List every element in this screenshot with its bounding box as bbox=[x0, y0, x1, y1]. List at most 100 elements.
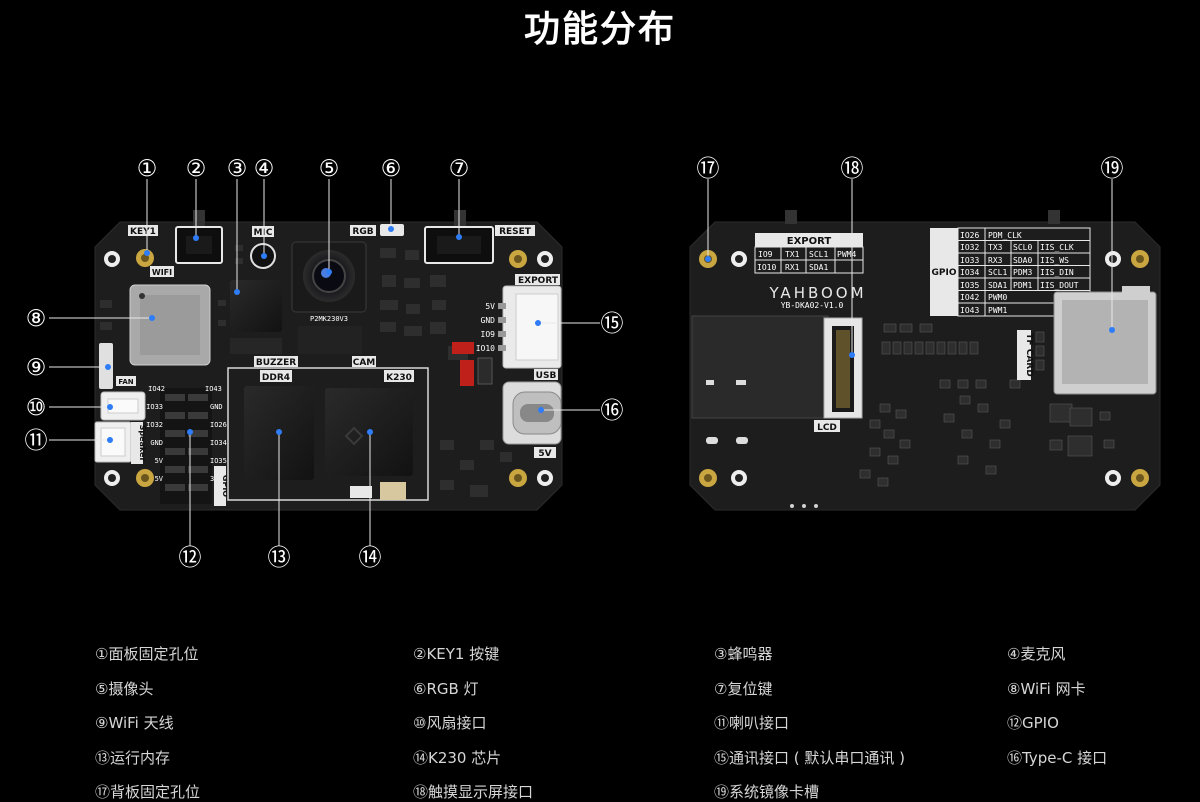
svg-text:IO34: IO34 bbox=[960, 268, 979, 277]
camera-part: P2MK230V3 bbox=[291, 241, 367, 354]
svg-text:GND: GND bbox=[150, 439, 163, 447]
svg-text:SCL1: SCL1 bbox=[988, 268, 1007, 277]
svg-text:IO32: IO32 bbox=[960, 243, 979, 252]
label-export-front: EXPORT bbox=[518, 276, 559, 286]
label-rgb: RGB bbox=[352, 227, 373, 237]
callout-12: ⑫ bbox=[179, 545, 202, 571]
reset-button-part bbox=[424, 210, 494, 264]
label-ddr4: DDR4 bbox=[262, 373, 290, 383]
svg-text:IO10: IO10 bbox=[757, 263, 776, 272]
svg-text:IO9: IO9 bbox=[758, 250, 773, 259]
ddr4-k230-frame bbox=[227, 367, 429, 501]
front-pointer-lines bbox=[49, 179, 600, 546]
label-reset: RESET bbox=[499, 227, 532, 237]
back-small-components bbox=[859, 323, 1115, 487]
back-pointer-lines bbox=[707, 179, 1113, 355]
svg-text:SDA0: SDA0 bbox=[1013, 256, 1032, 265]
svg-text:SCL1: SCL1 bbox=[809, 250, 828, 259]
svg-text:PWM0: PWM0 bbox=[988, 293, 1007, 302]
callout-4: ④ bbox=[254, 156, 275, 182]
callout-2: ② bbox=[186, 156, 207, 182]
label-fan: FAN bbox=[118, 378, 133, 386]
callout-8: ⑧ bbox=[26, 306, 47, 332]
legend-item-2: ②KEY1 按键 bbox=[413, 645, 500, 663]
svg-text:RX1: RX1 bbox=[785, 263, 800, 272]
callout-3: ③ bbox=[227, 156, 248, 182]
legend-item-4: ④麦克风 bbox=[1007, 645, 1066, 663]
lcd-area-part bbox=[691, 315, 829, 419]
label-cam: CAM bbox=[353, 358, 376, 368]
svg-text:IO34: IO34 bbox=[210, 439, 227, 447]
label-lcd: LCD bbox=[817, 423, 837, 433]
callout-19: ⑲ bbox=[1101, 156, 1124, 182]
lcd-fpc-connector-part bbox=[823, 317, 863, 419]
label-tf-card: TF CARD bbox=[1024, 333, 1034, 376]
svg-text:5V: 5V bbox=[485, 302, 495, 311]
svg-text:IO33: IO33 bbox=[146, 403, 163, 411]
legend-item-1: ①面板固定孔位 bbox=[95, 645, 199, 663]
tf-card-slot-part bbox=[1053, 286, 1157, 395]
svg-text:IIS_WS: IIS_WS bbox=[1040, 256, 1069, 265]
label-gpio-front: GPIO bbox=[221, 475, 230, 497]
buzzer-part bbox=[230, 280, 282, 332]
label-speaker: Speaker bbox=[138, 425, 147, 462]
label-key1: KEY1 bbox=[130, 227, 156, 237]
svg-text:SDA1: SDA1 bbox=[988, 281, 1007, 290]
svg-text:IO26: IO26 bbox=[960, 231, 979, 240]
svg-text:IO33: IO33 bbox=[960, 256, 979, 265]
legend-item-6: ⑥RGB 灯 bbox=[413, 680, 479, 698]
legend-item-15: ⑮通讯接口 ( 默认串口通讯 ) bbox=[714, 749, 906, 767]
legend-item-8: ⑧WiFi 网卡 bbox=[1007, 680, 1086, 698]
front-pointer-dots bbox=[105, 226, 544, 443]
svg-text:TX1: TX1 bbox=[785, 250, 800, 259]
svg-text:PDM3: PDM3 bbox=[1013, 268, 1032, 277]
callout-1: ① bbox=[137, 156, 158, 182]
back-board: EXPORT IO9 TX1 SCL1 PWM4 IO10 RX1 SDA1 G… bbox=[689, 179, 1161, 511]
svg-text:IO43: IO43 bbox=[960, 306, 979, 315]
callout-11: ⑪ bbox=[25, 428, 48, 454]
legend-item-11: ⑪喇叭接口 bbox=[714, 714, 790, 732]
label-usb: USB bbox=[536, 371, 557, 381]
svg-text:IO35: IO35 bbox=[210, 457, 227, 465]
legend-item-13: ⑬运行内存 bbox=[95, 749, 171, 767]
svg-text:IO32: IO32 bbox=[146, 421, 163, 429]
svg-text:5V: 5V bbox=[155, 475, 164, 483]
svg-text:IO42: IO42 bbox=[148, 385, 165, 393]
svg-text:IIS_DIN: IIS_DIN bbox=[1040, 268, 1074, 277]
callout-numbers: ① ② ③ ④ ⑤ ⑥ ⑦ ⑧ ⑨ ⑩ ⑪ ⑫ ⑬ ⑭ ⑮ ⑯ ⑰ ⑱ ⑲ bbox=[25, 156, 1124, 571]
svg-text:RX3: RX3 bbox=[988, 256, 1003, 265]
back-pointer-dots bbox=[705, 256, 1115, 358]
svg-text:GND: GND bbox=[210, 403, 223, 411]
label-k230: K230 bbox=[386, 373, 412, 383]
svg-text:PWM1: PWM1 bbox=[988, 306, 1007, 315]
label-wifi: WIFI bbox=[152, 268, 172, 277]
svg-text:5V: 5V bbox=[155, 457, 164, 465]
camera-chip-text: P2MK230V3 bbox=[310, 315, 348, 323]
svg-text:IO35: IO35 bbox=[960, 281, 979, 290]
label-buzzer: BUZZER bbox=[256, 358, 296, 368]
svg-text:IO43: IO43 bbox=[205, 385, 222, 393]
svg-text:PDM1: PDM1 bbox=[1013, 281, 1032, 290]
callout-16: ⑯ bbox=[601, 398, 624, 424]
label-mic: MIC bbox=[254, 228, 273, 238]
svg-text:IO9: IO9 bbox=[481, 330, 496, 339]
svg-text:EXPORT: EXPORT bbox=[787, 236, 832, 247]
speaker-connector-part bbox=[94, 421, 132, 463]
svg-text:IO42: IO42 bbox=[960, 293, 979, 302]
svg-text:TX3: TX3 bbox=[988, 243, 1003, 252]
svg-text:IIS_DOUT: IIS_DOUT bbox=[1040, 281, 1079, 290]
gpio-left-labels: IO42 IO33 IO32 GND 5V 5V bbox=[146, 385, 165, 483]
svg-text:PWM4: PWM4 bbox=[837, 250, 856, 259]
svg-text:SCL0: SCL0 bbox=[1013, 243, 1032, 252]
callout-7: ⑦ bbox=[449, 156, 470, 182]
front-board: KEY1 WIFI MIC BUZZER P2MK230V3 bbox=[49, 179, 600, 546]
page-title: 功能分布 bbox=[523, 9, 676, 50]
svg-text:IIS_CLK: IIS_CLK bbox=[1040, 243, 1074, 252]
legend-item-5: ⑤摄像头 bbox=[95, 680, 154, 698]
callout-10: ⑩ bbox=[26, 395, 47, 421]
legend-item-14: ⑭K230 芯片 bbox=[413, 749, 502, 767]
brand-logo: YAHBOOM bbox=[768, 284, 866, 302]
legend-item-3: ③蜂鸣器 bbox=[714, 645, 773, 663]
legend-item-9: ⑨WiFi 天线 bbox=[95, 714, 174, 732]
